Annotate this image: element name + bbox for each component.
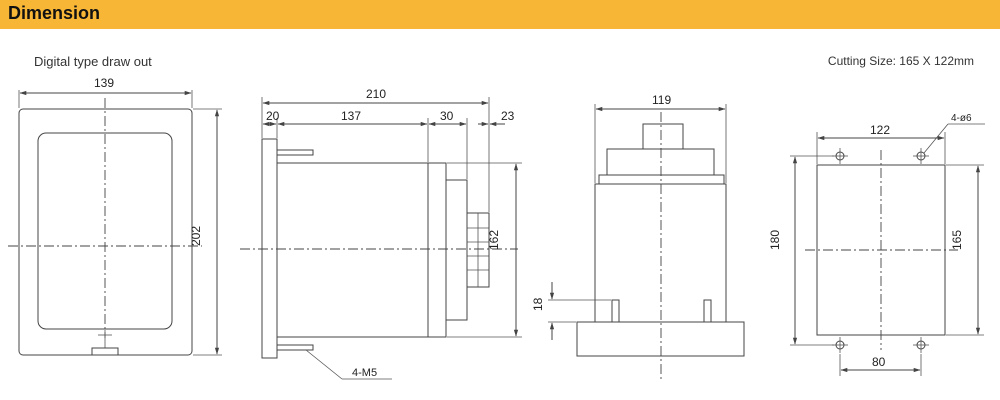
mounting-hole-tr bbox=[913, 148, 929, 164]
top-width-label: 119 bbox=[652, 93, 671, 107]
mounting-hole-br bbox=[913, 337, 929, 353]
front-latch bbox=[91, 347, 119, 356]
side-height-label: 162 bbox=[487, 230, 501, 250]
side-d3-label: 30 bbox=[440, 109, 454, 123]
side-view bbox=[240, 97, 522, 380]
cutting-size-label: Cutting Size: 165 X 122mm bbox=[827, 54, 974, 68]
top-pin-label: 18 bbox=[531, 297, 545, 311]
side-d4-label: 23 bbox=[501, 109, 515, 123]
top-flange bbox=[598, 174, 725, 185]
side-d1-label: 20 bbox=[266, 109, 280, 123]
side-d2-label: 137 bbox=[341, 109, 361, 123]
header-bar bbox=[0, 0, 1000, 29]
front-height-label: 202 bbox=[189, 226, 203, 246]
cutout-view bbox=[790, 123, 985, 376]
top-base bbox=[576, 321, 745, 357]
top-upper-block bbox=[606, 148, 715, 176]
cutout-hole-label: 4-ø6 bbox=[951, 113, 972, 124]
side-screw-bottom bbox=[276, 344, 314, 351]
subtitle: Digital type draw out bbox=[34, 54, 152, 69]
top-pin-left bbox=[611, 299, 620, 323]
side-total-label: 210 bbox=[366, 87, 386, 101]
side-screw-top bbox=[276, 149, 314, 156]
cutout-spacing-label: 80 bbox=[872, 355, 886, 369]
side-rear bbox=[445, 179, 468, 321]
side-screw-label: 4-M5 bbox=[352, 367, 377, 379]
side-body bbox=[276, 162, 429, 338]
side-terminal-block bbox=[427, 162, 447, 338]
top-pin-right bbox=[703, 299, 712, 323]
top-body bbox=[594, 183, 727, 323]
cutout-outer-height-label: 180 bbox=[768, 230, 782, 250]
page-title: Dimension bbox=[8, 3, 101, 23]
top-view bbox=[548, 104, 745, 382]
mounting-hole-tl bbox=[832, 148, 848, 164]
cutout-height-label: 165 bbox=[950, 230, 964, 250]
top-knob bbox=[642, 123, 684, 150]
side-front-panel bbox=[261, 138, 278, 359]
front-outer-frame bbox=[18, 108, 193, 356]
mounting-hole-bl bbox=[832, 337, 848, 353]
front-view bbox=[8, 90, 222, 356]
front-width-label: 139 bbox=[94, 76, 114, 90]
cutout-width-label: 122 bbox=[870, 123, 890, 137]
